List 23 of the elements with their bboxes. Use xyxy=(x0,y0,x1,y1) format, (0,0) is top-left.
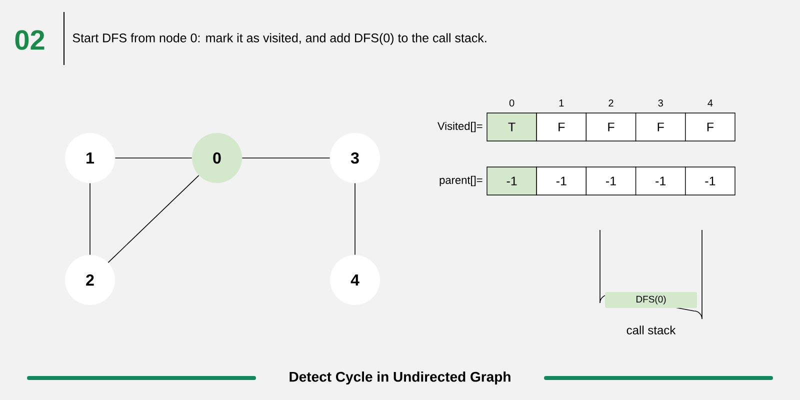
graph-edge xyxy=(108,175,200,263)
instruction-text: Start DFS from node 0: mark it as visited, and add DFS(0) to the call stack. xyxy=(72,33,486,45)
array-cell: -1 xyxy=(685,166,736,196)
array-cell: -1 xyxy=(536,166,587,196)
array-cell: F xyxy=(536,112,587,142)
array-cell: F xyxy=(635,112,686,142)
graph-edge xyxy=(354,182,356,256)
array-cell: F xyxy=(586,112,636,142)
index-label: 0 xyxy=(509,99,514,107)
step-number: 02 xyxy=(15,30,44,50)
index-label: 4 xyxy=(708,100,713,106)
array-cell: F xyxy=(685,112,736,142)
array-cell: -1 xyxy=(486,166,537,196)
array-cell: T xyxy=(486,112,537,142)
footer-title: Detect Cycle in Undirected Graph xyxy=(290,371,510,385)
array-cell: -1 xyxy=(586,166,636,196)
index-label: 3 xyxy=(658,99,663,107)
index-label: 2 xyxy=(608,100,614,106)
stack-frame: DFS(0) xyxy=(605,292,697,308)
row-label: parent[]= xyxy=(440,176,482,186)
row-label: Visited[]= xyxy=(438,122,482,132)
index-label: 1 xyxy=(559,100,564,106)
array-cell: -1 xyxy=(635,166,686,196)
